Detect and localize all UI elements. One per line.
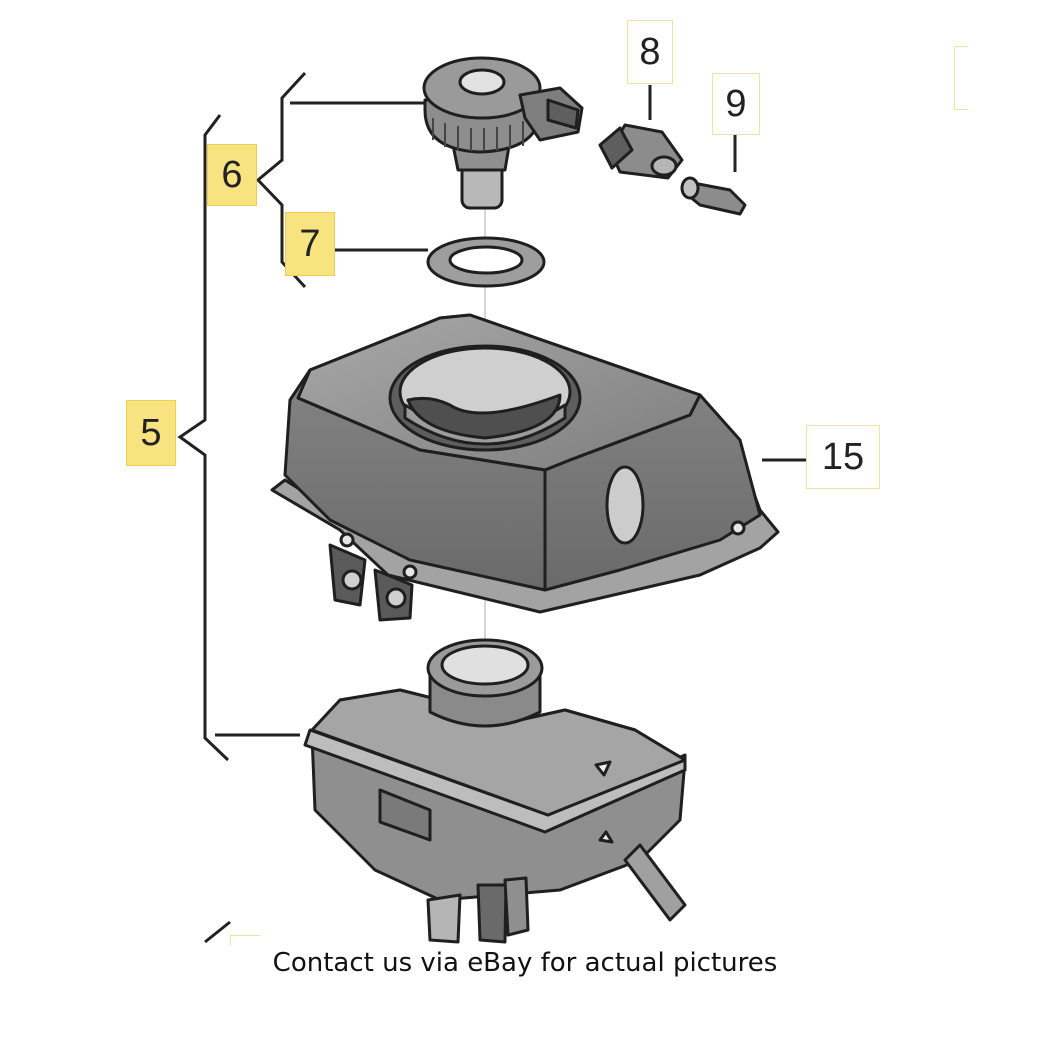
reservoir-cover xyxy=(270,313,780,622)
callout-9: 9 xyxy=(712,73,760,135)
seal-ring xyxy=(426,236,546,288)
electrical-connector xyxy=(598,123,684,180)
caption-text: Contact us via eBay for actual pictures xyxy=(272,948,778,978)
exploded-parts-diagram xyxy=(177,56,812,944)
partial-callout-frame xyxy=(954,46,968,110)
connector-pin xyxy=(680,176,747,216)
bracket-lines xyxy=(177,71,812,944)
brake-fluid-reservoir xyxy=(303,638,687,944)
callout-8: 8 xyxy=(627,20,673,84)
callout-7: 7 xyxy=(285,212,335,276)
reservoir-cap-with-sensor xyxy=(422,56,584,210)
partial-callout-frame xyxy=(230,935,260,945)
callout-5: 5 xyxy=(126,400,176,466)
callout-6: 6 xyxy=(207,144,257,206)
callout-15: 15 xyxy=(806,425,880,489)
